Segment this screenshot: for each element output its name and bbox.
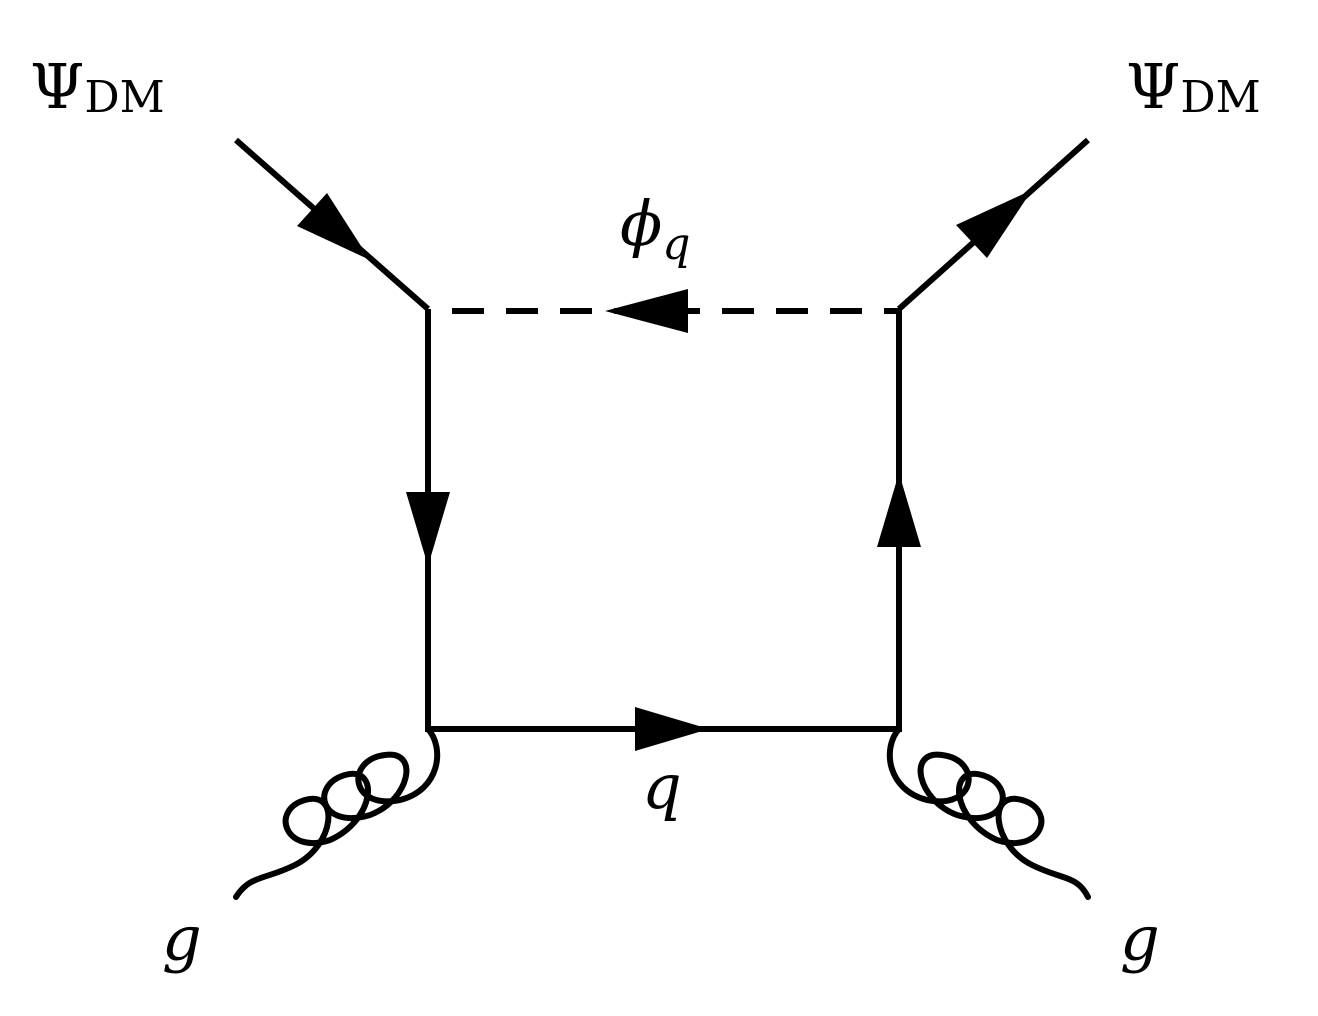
left-quark-arrow — [406, 492, 450, 566]
outgoing-dm-arrow — [956, 190, 1032, 258]
right-gluon — [886, 726, 1091, 900]
left-gluon — [233, 726, 441, 900]
mediator-symbol: ϕ — [620, 187, 662, 260]
right-quark-arrow — [877, 473, 921, 547]
outgoing-dm-subscript: DM — [1180, 72, 1260, 123]
mediator-label: ϕq — [620, 187, 690, 270]
mediator-subscript: q — [662, 219, 690, 270]
incoming-dm-subscript: DM — [84, 72, 164, 123]
gluon-right-label: g — [1120, 902, 1160, 975]
mediator-arrow — [605, 289, 688, 333]
incoming-dm-label: ΨDM — [30, 50, 165, 123]
outgoing-dm-symbol: Ψ — [1126, 50, 1180, 123]
outgoing-dm-label: ΨDM — [1126, 50, 1261, 123]
incoming-dm-symbol: Ψ — [30, 50, 84, 123]
gluon-left-label: g — [162, 902, 202, 975]
bottom-quark-arrow — [635, 707, 709, 751]
quark-label: q — [642, 750, 682, 823]
incoming-dm-arrow — [297, 193, 370, 260]
